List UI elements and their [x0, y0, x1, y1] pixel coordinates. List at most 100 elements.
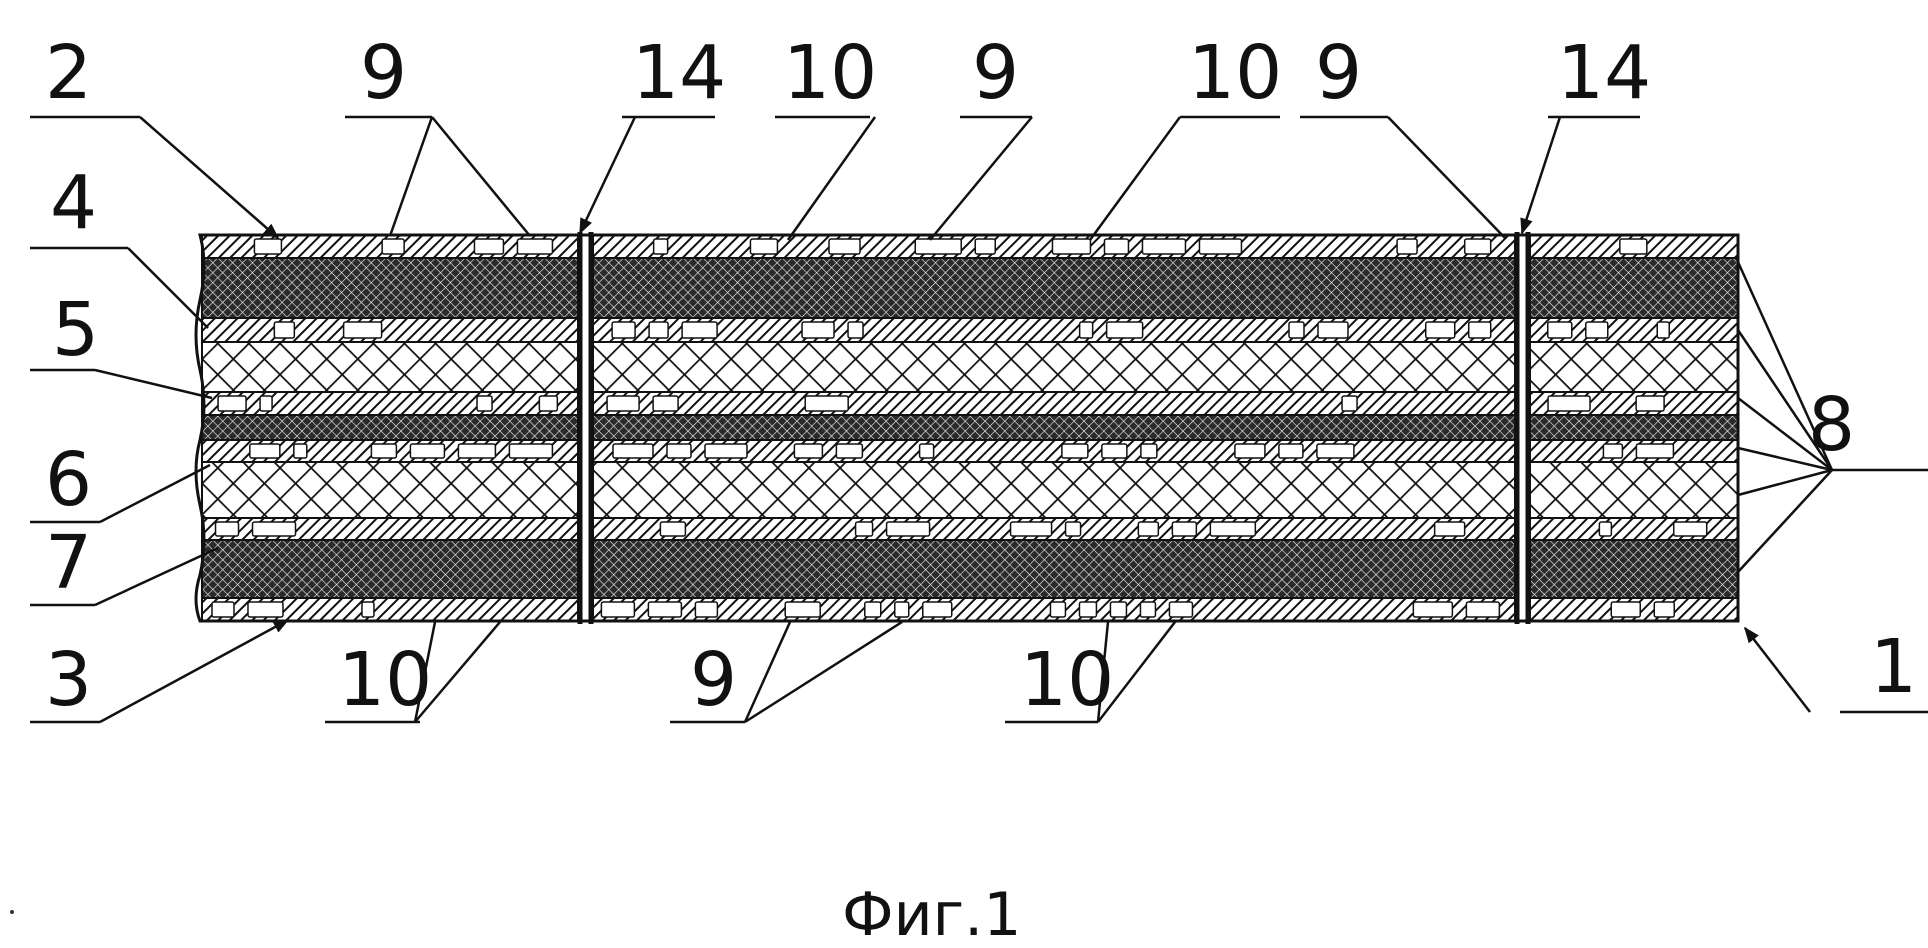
layer-prepreg-1-seg-0	[202, 342, 578, 392]
pad-59	[1317, 444, 1354, 458]
pad-25	[1289, 322, 1304, 338]
pad-85	[1050, 602, 1065, 617]
label-14-right: 14	[1557, 30, 1651, 116]
callout-3: 3	[30, 620, 288, 723]
pad-33	[260, 396, 272, 411]
pad-32	[218, 396, 246, 411]
label-9-right: 9	[1315, 30, 1362, 116]
layer-cond-2-seg-1	[593, 318, 1515, 342]
pad-35	[539, 396, 557, 411]
pad-15	[1620, 239, 1647, 254]
label-10-top-a: 10	[783, 30, 877, 116]
callout-9-bottom: 9	[670, 622, 902, 723]
callout-10-top-b: 10	[1090, 30, 1282, 240]
callout-14-left: 14	[580, 30, 726, 233]
pad-55	[1102, 444, 1127, 458]
pad-70	[1172, 522, 1196, 536]
pad-4	[654, 239, 668, 254]
pad-14	[1465, 239, 1491, 254]
pad-77	[362, 602, 374, 617]
callout-14-right: 14	[1522, 30, 1651, 233]
pad-44	[371, 444, 396, 458]
pad-12	[1199, 239, 1241, 254]
pad-76	[248, 602, 283, 617]
layer-cond-4-seg-2	[1530, 440, 1738, 462]
pad-73	[1599, 522, 1611, 536]
callout-7: 7	[30, 520, 218, 606]
layer-prepreg-1-seg-2	[1530, 342, 1738, 392]
label-10-top-b: 10	[1188, 30, 1282, 116]
pad-56	[1141, 444, 1157, 458]
callout-10-bottom-left: 10	[325, 622, 500, 723]
pad-53	[920, 444, 934, 458]
pad-47	[509, 444, 552, 458]
pad-29	[1548, 322, 1572, 338]
figure-caption: Фиг.1	[842, 880, 1021, 948]
pad-92	[1611, 602, 1640, 617]
layer-core-mid-seg-0	[202, 415, 578, 440]
pad-84	[923, 602, 952, 617]
pad-80	[695, 602, 717, 617]
pad-26	[1318, 322, 1348, 338]
pad-49	[667, 444, 691, 458]
layer-core-bottom-seg-0	[202, 540, 578, 598]
pad-79	[648, 602, 681, 617]
pad-43	[294, 444, 307, 458]
pad-87	[1110, 602, 1126, 617]
pad-41	[1636, 396, 1664, 411]
layer-cond-3-seg-1	[593, 392, 1515, 415]
label-4: 4	[50, 160, 97, 246]
pad-38	[805, 396, 848, 411]
pad-78	[601, 602, 634, 617]
pad-27	[1426, 322, 1455, 338]
layer-prepreg-2-seg-2	[1530, 462, 1738, 518]
pad-19	[649, 322, 668, 338]
layer-core-top-seg-2	[1530, 258, 1738, 318]
callout-9-left: 9	[345, 30, 530, 236]
pad-5	[750, 239, 777, 254]
pad-1	[382, 239, 404, 254]
pad-91	[1466, 602, 1499, 617]
pad-65	[856, 522, 873, 536]
pad-7	[915, 239, 961, 254]
pad-24	[1107, 322, 1143, 338]
label-9-bottom: 9	[690, 637, 737, 723]
pad-93	[1654, 602, 1674, 617]
label-5: 5	[52, 287, 99, 373]
pad-11	[1142, 239, 1185, 254]
pad-81	[785, 602, 820, 617]
pad-60	[1603, 444, 1622, 458]
layer-prepreg-2-seg-1	[593, 462, 1515, 518]
pad-30	[1586, 322, 1608, 338]
label-9-mid: 9	[972, 30, 1019, 116]
pad-0	[254, 239, 281, 254]
layer-core-bottom-seg-2	[1530, 540, 1738, 598]
callout-6: 6	[30, 437, 210, 523]
label-6: 6	[45, 437, 92, 523]
label-1: 1	[1870, 624, 1917, 710]
layer-cond-3-seg-0	[202, 392, 578, 415]
pad-46	[458, 444, 495, 458]
layer-prepreg-2-seg-0	[202, 462, 578, 518]
pad-34	[477, 396, 492, 411]
board-layers	[202, 235, 1738, 621]
pad-8	[975, 239, 995, 254]
pad-48	[613, 444, 653, 458]
pad-67	[1011, 522, 1052, 536]
pad-23	[1080, 322, 1093, 338]
layer-core-bottom-seg-1	[593, 540, 1515, 598]
pad-6	[829, 239, 860, 254]
label-9-left: 9	[360, 30, 407, 116]
pad-54	[1062, 444, 1088, 458]
callout-9-mid: 9	[930, 30, 1032, 240]
layer-core-top-seg-1	[593, 258, 1515, 318]
pad-37	[653, 396, 678, 411]
pad-61	[1636, 444, 1673, 458]
pad-57	[1235, 444, 1265, 458]
label-8: 8	[1808, 382, 1855, 468]
pad-58	[1279, 444, 1303, 458]
layer-cond-5-seg-1	[593, 518, 1515, 540]
pad-74	[1674, 522, 1707, 536]
label-14-left: 14	[632, 30, 726, 116]
